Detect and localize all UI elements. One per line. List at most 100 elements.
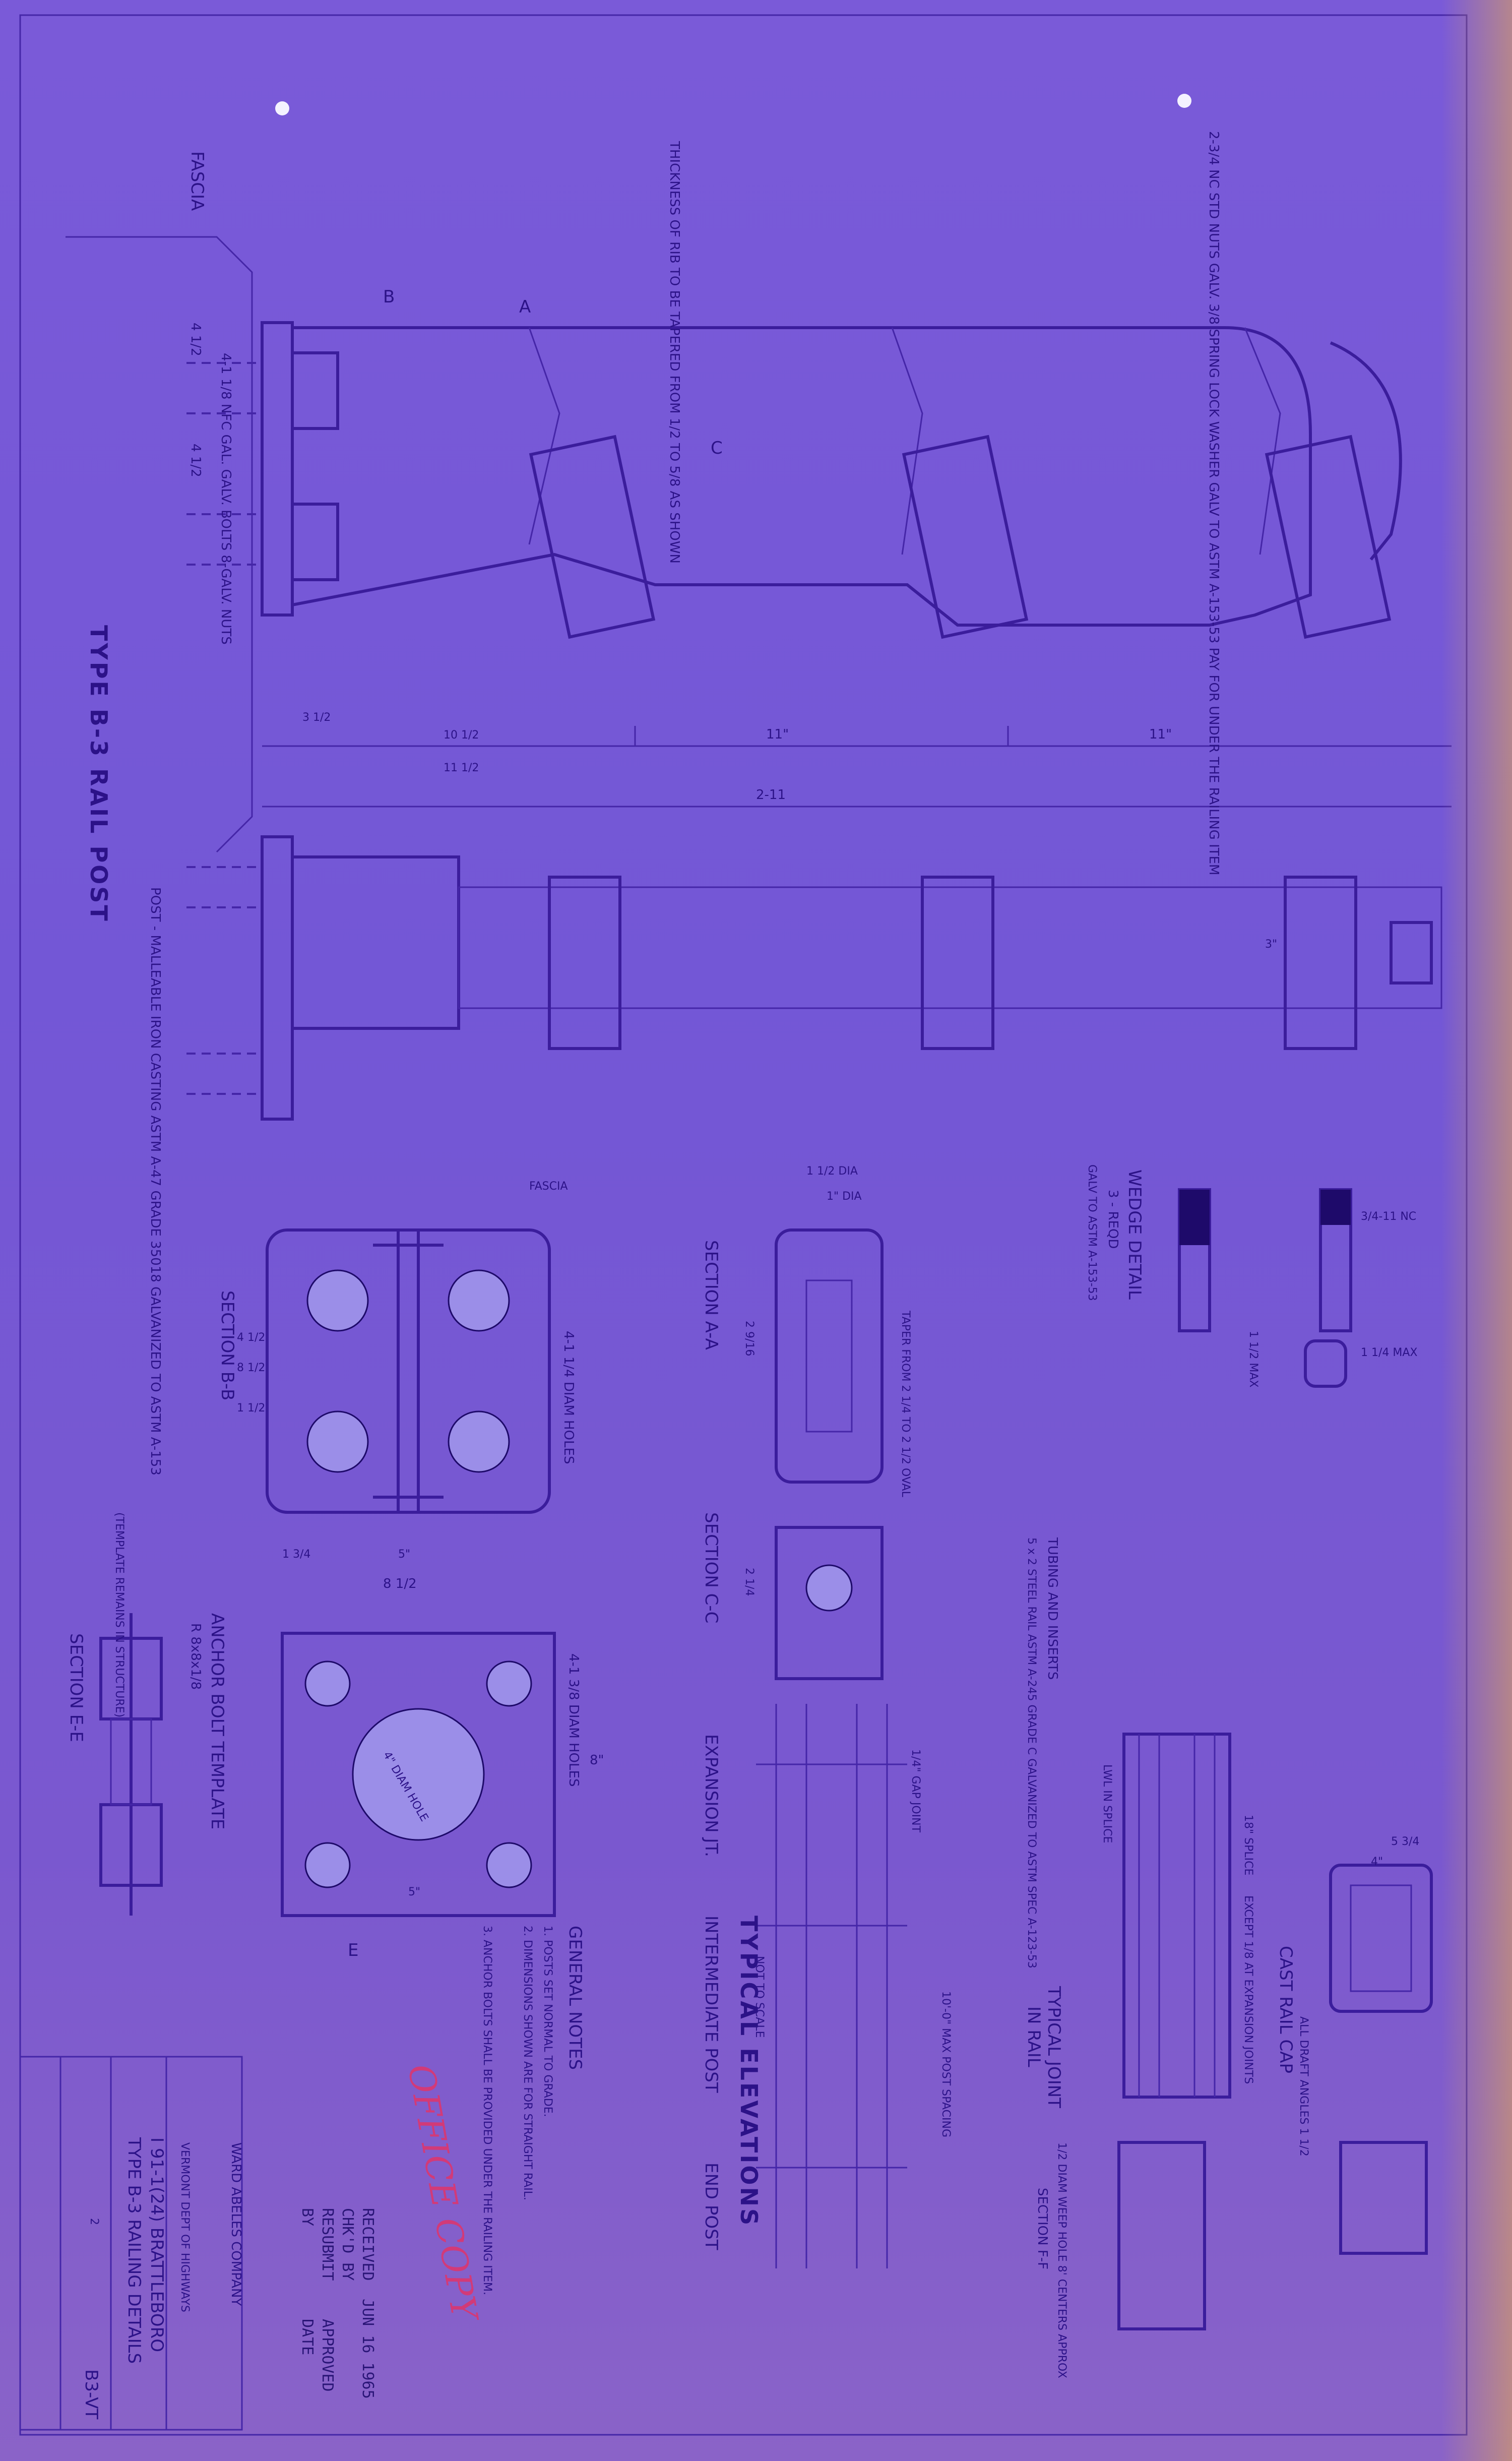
- tb-project: I 91-1(24) BRATTLEBORO: [147, 2137, 167, 2352]
- anchor-template-holes: 4-1 3/8 DIAM HOLES: [566, 1653, 581, 1787]
- stamp-dated: DATE: [298, 2319, 316, 2355]
- wedge-qty: 3 - REQD: [1105, 1190, 1120, 1249]
- elev-spacing: 10'-0" MAX POST SPACING: [939, 1991, 952, 2137]
- elev-int: INTERMEDIATE POST: [701, 1916, 721, 2093]
- section-aa-dim: 2 9/16: [743, 1321, 755, 1356]
- wedge-spec: GALV TO ASTM A-153-53: [1086, 1164, 1098, 1301]
- post-title: TYPE B-3 RAIL POST: [85, 625, 112, 923]
- stamp-resub: RESUBMIT: [319, 2208, 336, 2281]
- section-aa: SECTION A-A 1 1/2 DIA 1" DIA TAPER FROM …: [701, 1165, 912, 1498]
- anchor-bolt-note: 4-1 1/8 NFC GAL. GALV. BOLTS 8-GALV. NUT…: [218, 353, 233, 645]
- dim-span2: 11": [1149, 727, 1172, 742]
- cap-height: 4": [1371, 1856, 1383, 1868]
- joint-splice2: 18" SPLICE: [1242, 1815, 1254, 1875]
- joint-splice: LWL IN SPLICE: [1101, 1764, 1113, 1843]
- tb-rev: 2: [88, 2218, 100, 2225]
- stamp-chkd: CHK'D BY: [339, 2208, 356, 2281]
- section-marker-a: A: [519, 297, 531, 317]
- section-aa-dia1: 1 1/2 DIA: [806, 1165, 858, 1178]
- rail-clamp-2: [921, 876, 994, 1050]
- section-cc-title: SECTION C-C: [701, 1512, 721, 1623]
- dim-4-5b: 4 1/2: [188, 444, 203, 477]
- section-ee-note: (TEMPLATE REMAINS IN STRUCTURE): [113, 1512, 125, 1717]
- notes-title: GENERAL NOTES: [565, 1926, 585, 2070]
- section-aa-title: SECTION A-A: [701, 1240, 721, 1350]
- section-marker-b: B: [383, 287, 395, 307]
- anchor-bolt-template: ANCHOR BOLT TEMPLATE R 8x8x1/8 4-1 3/8 D…: [188, 1613, 604, 1960]
- section-bb-mid: 5": [398, 1548, 410, 1561]
- nut-note: 2-3/4 NC STD NUTS GALV. 3/8 SPRING LOCK …: [1206, 131, 1221, 876]
- section-bb: SECTION B-B 4-1 1/4 DIAM HOLES FASCIA 8 …: [217, 1180, 576, 1591]
- joint-sub: IN RAIL: [1024, 2006, 1044, 2067]
- dim-4-5a: 4 1/2: [188, 323, 203, 356]
- cap-title: CAST RAIL CAP: [1276, 1946, 1296, 2073]
- wedge-detail: WEDGE DETAIL 3 - REQD GALV TO ASTM A-153…: [1086, 1164, 1418, 1388]
- wedge-nc: 3/4-11 NC: [1361, 1210, 1416, 1223]
- section-bb-fascia: FASCIA: [529, 1180, 568, 1193]
- stamp-date: JUN 16 1965: [359, 2299, 376, 2399]
- bolt-nut-upper: [291, 351, 339, 430]
- elev-scale: NOT TO SCALE: [753, 1956, 766, 2038]
- elev-end: END POST: [701, 2163, 721, 2250]
- post-elevation: 3" POST - MALLEABLE IRON CASTING ASTM A-…: [148, 835, 1442, 1475]
- fascia-label: FASCIA: [187, 151, 207, 211]
- elev-title: TYPICAL ELEVATIONS: [735, 1916, 763, 2227]
- notes-n3: 3. ANCHOR BOLTS SHALL BE PROVIDED UNDER …: [481, 1926, 493, 2295]
- bolt-nut-lower: [291, 503, 339, 581]
- section-marker-c: C: [711, 438, 723, 458]
- section-ee-title: SECTION E-E: [66, 1633, 86, 1742]
- anchor-template-mid: 5": [408, 1886, 420, 1898]
- office-copy: OFFICE COPY: [400, 2061, 486, 2326]
- section-aa-taper: TAPER FROM 2 1/4 TO 2 1/2 OVAL: [899, 1310, 912, 1498]
- punch-hole-2: [1177, 94, 1191, 108]
- section-bb-width: 8 1/2: [383, 1576, 417, 1591]
- wedge-max2: 1 1/4 MAX: [1361, 1346, 1418, 1359]
- stamp-apprv: APPROVED: [319, 2319, 336, 2392]
- tb-drawing: TYPE B-3 RAILING DETAILS: [124, 2137, 144, 2364]
- rail-tube-2: [902, 435, 1029, 639]
- dim-overall: 2-11: [756, 787, 786, 803]
- wedge-max1: 1 1/2 MAX: [1247, 1331, 1259, 1388]
- stamp-by: BY: [298, 2208, 316, 2226]
- rail-clamp-3: [1284, 876, 1357, 1050]
- section-bb-height: 8 1/2: [237, 1362, 265, 1374]
- sheet-border: [19, 14, 1468, 2436]
- section-ff-note: 1/2 DIAM WEEP HOLE 8' CENTERS APPROX: [1055, 2142, 1068, 2378]
- anchor-template-width: 8": [590, 1753, 604, 1768]
- punch-hole-1: [275, 101, 289, 115]
- section-aa-dia2: 1" DIA: [827, 1190, 862, 1203]
- rail-clamp-1: [548, 876, 621, 1050]
- notes-n2: 2. DIMENSIONS SHOWN ARE FOR STRAIGHT RAI…: [521, 1926, 534, 2200]
- dim-10: 10 1/2: [444, 729, 479, 742]
- elev-exp: EXPANSION JT.: [701, 1734, 721, 1857]
- elev-gap: 1/4" GAP JOINT: [909, 1749, 922, 1833]
- notes-n1: 1. POSTS SET NORMAL TO GRADE.: [541, 1926, 554, 2117]
- joint-title: TYPICAL JOINT: [1044, 1986, 1064, 2108]
- anchor-template-title: ANCHOR BOLT TEMPLATE: [207, 1613, 227, 1829]
- cast-rail-cap: CAST RAIL CAP 5 3/4 4" ALL DRAFT ANGLES …: [1276, 1835, 1433, 2157]
- post-side-view: FASCIA 11" 11" 2-11 10 1/2 11 1/2 3 1/2 …: [66, 131, 1452, 923]
- section-bb-title: SECTION B-B: [217, 1290, 237, 1400]
- dim-35: 3 1/2: [302, 711, 331, 724]
- typical-elevations: EXPANSION JT. INTERMEDIATE POST END POST…: [701, 1704, 952, 2268]
- anchor-template-e: E: [348, 1940, 358, 1960]
- section-ee: SECTION E-E (TEMPLATE REMAINS IN STRUCTU…: [66, 1512, 163, 1916]
- general-notes: GENERAL NOTES 1. POSTS SET NORMAL TO GRA…: [481, 1926, 585, 2295]
- anchor-template-plate: R 8x8x1/8: [188, 1623, 203, 1690]
- post-material-note: POST - MALLEABLE IRON CASTING ASTM A-47 …: [148, 887, 163, 1475]
- section-bb-edge: 1 3/4: [282, 1548, 310, 1561]
- rail-tube-1: [529, 435, 656, 639]
- tb-sheet: B3-VT: [81, 2369, 101, 2419]
- joint-note: EXCEPT 1/8 AT EXPANSION JOINTS: [1242, 1895, 1254, 2084]
- tubing-spec: 5 x 2 STEEL RAIL ASTM A-245 GRADE C GALV…: [1025, 1537, 1038, 1968]
- dim-3: 3": [1265, 938, 1277, 951]
- section-ff-title: SECTION F-F: [1035, 2188, 1050, 2269]
- section-bb-h-a: 4 1/2: [237, 1331, 265, 1344]
- tb-dept: VERMONT DEPT OF HIGHWAYS: [178, 2142, 191, 2312]
- section-cc: SECTION C-C 2 1/4: [701, 1512, 884, 1680]
- wedge-title: WEDGE DETAIL: [1124, 1170, 1145, 1300]
- tb-firm: WARD ABELES COMPANY: [228, 2142, 243, 2306]
- cap-width: 5 3/4: [1391, 1835, 1419, 1848]
